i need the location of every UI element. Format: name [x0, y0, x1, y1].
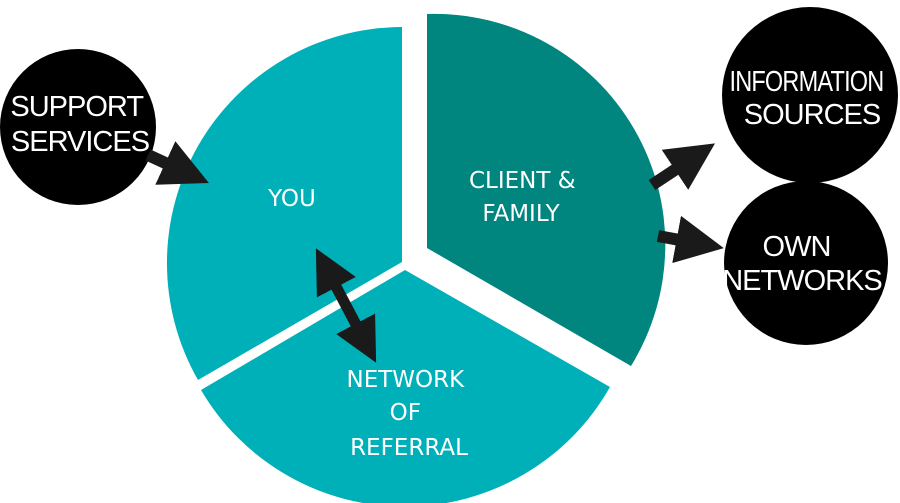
node-own-networks: [724, 181, 888, 345]
label-client-family: CLIENT & FAMILY: [469, 168, 583, 227]
label-support-services: SUPPORT SERVICES: [10, 91, 149, 158]
node-information-sources: [722, 7, 898, 183]
label-you: YOU: [267, 186, 316, 212]
arrow-you-network-two-way: [315, 248, 377, 363]
segment-client-family: [427, 13, 666, 366]
arrow-client-to-own-networks: [656, 215, 724, 264]
node-support-services: [0, 49, 156, 205]
label-own-networks: OWN NETWORKS: [722, 231, 882, 297]
label-information-sources: INFORMATION SOURCES: [729, 66, 890, 131]
label-network-of-referral: NETWORK OF REFERRAL: [346, 367, 471, 461]
arrow-support-to-you: [145, 141, 209, 185]
arrow-client-to-information: [648, 143, 716, 191]
segment-network-of-referral: [201, 270, 610, 503]
